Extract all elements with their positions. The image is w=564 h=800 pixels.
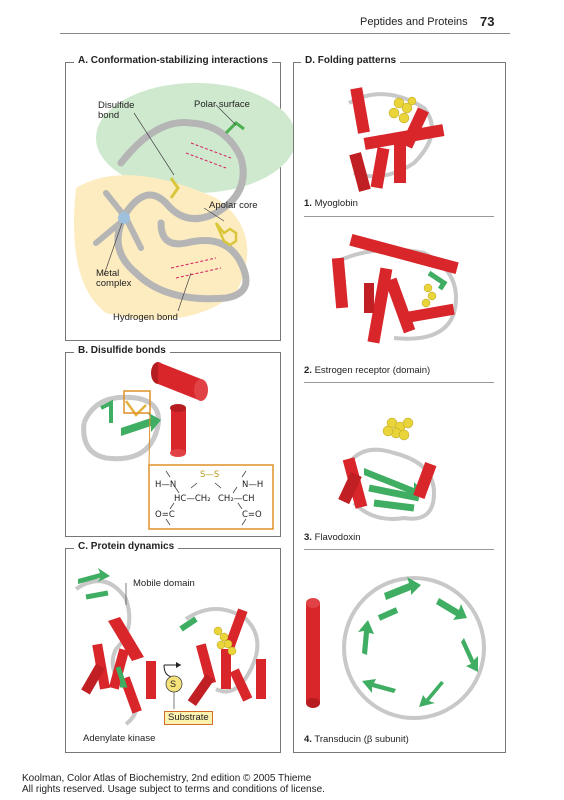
header-rule	[60, 33, 510, 34]
myoglobin	[348, 87, 445, 192]
beta-strand	[121, 412, 161, 436]
caption-estrogen-receptor: 2. Estrogen receptor (domain)	[304, 366, 430, 376]
panel-c: Mobile domain S Substrate Adenylate kina…	[65, 548, 281, 753]
chem-hc-ch2: HC—CH₂	[174, 494, 211, 504]
label-polar-surface: Polar surface	[194, 99, 250, 110]
panel-b-illustration	[81, 362, 274, 530]
panel-d: 1. Myoglobin 2. Estrogen receptor (domai…	[293, 62, 506, 753]
panel-c-illustration	[74, 568, 266, 726]
chem-disulfide: S—S	[200, 470, 220, 480]
caption-name: Estrogen receptor (domain)	[314, 365, 431, 376]
label-disulfide-bond: Disulfide bond	[98, 100, 135, 121]
caption-myoglobin: 1. Myoglobin	[304, 199, 358, 209]
disulfide-link	[169, 177, 180, 199]
separator-1	[304, 216, 494, 217]
label-adenylate-kinase: Adenylate kinase	[83, 733, 156, 744]
label-metal-complex: Metal complex	[96, 268, 132, 289]
label-substrate: Substrate	[164, 711, 213, 725]
metal-ion	[118, 212, 130, 224]
chem-ch2-ch: CH₂—CH	[218, 494, 255, 504]
footer: Koolman, Color Atlas of Biochemistry, 2n…	[22, 773, 325, 795]
caption-name: Transducin (β subunit)	[314, 734, 409, 745]
caption-transducin: 4. Transducin (β subunit)	[304, 735, 409, 745]
label-mobile-domain: Mobile domain	[133, 578, 195, 589]
panel-a-title: A. Conformation-stabilizing interactions	[74, 55, 273, 66]
caption-name: Flavodoxin	[314, 532, 361, 543]
chem-h-n-left: H—N	[155, 480, 177, 490]
caption-number: 4.	[304, 734, 312, 745]
transducin-beta	[306, 576, 486, 720]
chem-c-o-right: C=O	[242, 510, 262, 520]
myoglobin-structure	[306, 87, 486, 720]
alpha-helix-mid	[171, 408, 186, 453]
caption-number: 1.	[304, 198, 312, 209]
caption-number: 2.	[304, 365, 312, 376]
label-apolar-core: Apolar core	[209, 200, 258, 211]
page-number: 73	[480, 14, 495, 29]
caption-flavodoxin: 3. Flavodoxin	[304, 533, 361, 543]
footer-line-2: All rights reserved. Usage subject to te…	[22, 784, 325, 795]
highlight-box	[123, 390, 151, 414]
polar-sidechain	[224, 121, 245, 135]
caption-name: Myoglobin	[314, 198, 358, 209]
apolar-sidechain	[214, 222, 238, 247]
chem-o-c-left: O=C	[155, 510, 175, 520]
panel-a: Disulfide bond Polar surface Apolar core…	[65, 62, 296, 341]
panel-a-illustration	[74, 83, 296, 320]
footer-line-1: Koolman, Color Atlas of Biochemistry, 2n…	[22, 773, 312, 784]
alpha-helix-top	[158, 362, 201, 401]
estrogen-receptor	[331, 233, 459, 344]
label-s: S	[170, 679, 177, 689]
separator-3	[304, 549, 494, 550]
panel-c-title: C. Protein dynamics	[74, 541, 179, 552]
chem-n-h-right: N—H	[242, 480, 264, 490]
caption-number: 3.	[304, 532, 312, 543]
label-hydrogen-bond: Hydrogen bond	[113, 312, 178, 323]
flavodoxin	[338, 417, 437, 521]
panel-b: H—N S—S N—H HC—CH₂ CH₂—CH O=C C=O	[65, 352, 281, 537]
closed-conformation	[179, 607, 266, 706]
panel-d-title: D. Folding patterns	[301, 55, 401, 66]
running-title: Peptides and Proteins	[360, 16, 468, 28]
separator-2	[304, 382, 494, 383]
chem-structure-box	[148, 464, 274, 530]
open-conformation	[74, 568, 156, 726]
panel-b-title: B. Disulfide bonds	[74, 345, 170, 356]
